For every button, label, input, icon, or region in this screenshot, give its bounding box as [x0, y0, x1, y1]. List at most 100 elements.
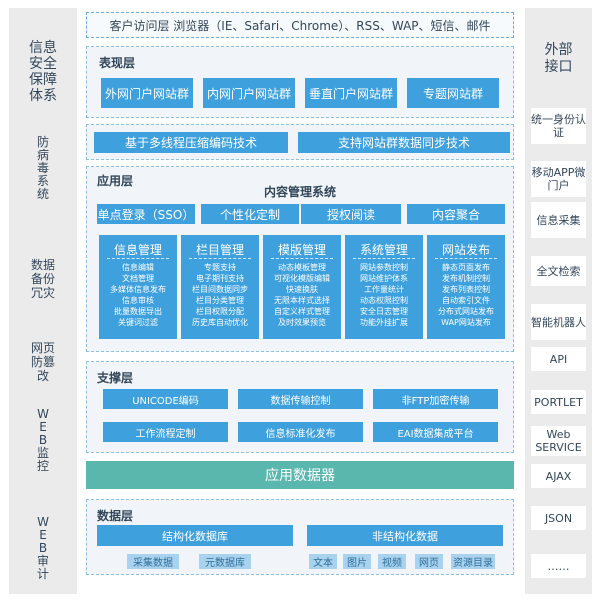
data-layer: 数据层 结构化数据库 非结构化数据 采集数据 元数据库 文本 图片 视频 网页 …: [86, 499, 514, 575]
module-info-management: 信息管理 信息编辑 文档管理 多媒体信息发布 信息审核 批量数据导出 关键词过滤: [99, 235, 177, 339]
module-item: 分布式网站发布: [438, 307, 494, 316]
sync-tech: 支持网站群数据同步技术: [298, 132, 510, 153]
support-item: 工作流程定制: [103, 422, 228, 442]
antivirus-text: 防病毒系统: [36, 135, 49, 201]
security-title-text: 信息安全保障体系: [29, 40, 57, 104]
authorized-reading-button: 授权阅读: [301, 204, 401, 224]
module-item: 多媒体信息发布: [110, 285, 166, 294]
module-title: 信息管理: [113, 243, 162, 257]
module-item: 发布机制控制: [442, 274, 490, 283]
module-item: 栏目间数据同步: [192, 285, 248, 294]
module-template-management: 模版管理 动态模板管理 可视化模版编辑 快速换肤 无限本样式选择 自定义样式管理…: [263, 235, 341, 339]
client-access-bar: 客户访问层 浏览器（IE、Safari、Chrome）、RSS、WAP、短信、邮…: [86, 12, 514, 38]
module-item: 网站参数控制: [360, 263, 408, 272]
portal-group: 垂直门户网站群: [305, 78, 397, 108]
module-item: 及时效果预览: [278, 318, 326, 327]
module-item: WAP网站发布: [441, 318, 491, 327]
application-title: 应用层: [97, 174, 134, 188]
presentation-title: 表现层: [99, 56, 136, 70]
structured-item: 采集数据: [127, 554, 179, 569]
module-item: 发布列表控制: [442, 285, 490, 294]
sso-button: 单点登录（SSO）: [97, 204, 195, 224]
unstructured-item: 网页: [415, 554, 443, 569]
module-item: 电子期刊支持: [196, 274, 244, 283]
module-item: 自动索引文件: [442, 296, 490, 305]
unstructured-item: 资源目录: [451, 554, 495, 569]
presentation-layer: 表现层 外网门户网站群 内网门户网站群 垂直门户网站群 专题网站群: [86, 46, 514, 118]
tamper-label: 网页防篡改: [9, 341, 77, 383]
module-title: 栏目管理: [195, 243, 244, 257]
data-layer-title: 数据层: [97, 509, 134, 523]
support-item: UNICODE编码: [103, 389, 228, 409]
structured-db: 结构化数据库: [97, 525, 293, 546]
module-item: 安全日志管理: [360, 307, 408, 316]
interface-item: 全文检索: [531, 256, 586, 286]
external-interface-title-text: 外部接口: [544, 42, 573, 75]
interface-item: 移动APP微门户: [531, 161, 586, 197]
app-data-bar: 应用数据器: [86, 461, 514, 489]
security-column: 信息安全保障体系 防病毒系统 数据备份冗灾 网页防篡改 WEB监控 WEB审计: [9, 8, 77, 594]
web-audit-label: WEB审计: [9, 516, 77, 581]
module-item: 工作量统计: [364, 285, 404, 294]
security-title: 信息安全保障体系: [9, 40, 77, 104]
unstructured-item: 文本: [309, 554, 337, 569]
interface-item: 智能机器人: [531, 304, 586, 340]
unstructured-data: 非结构化数据: [307, 525, 503, 546]
interface-item: API: [531, 347, 586, 371]
backup-text: 数据备份冗灾: [30, 258, 55, 300]
antivirus-label: 防病毒系统: [9, 136, 77, 201]
external-interface-column: 外部接口 统一身份认证 移动APP微门户 信息采集 全文检索 智能机器人 API…: [525, 8, 592, 594]
module-title: 模版管理: [277, 243, 326, 257]
support-item: 信息标准化发布: [238, 422, 363, 442]
interface-item: Web SERVICE: [531, 426, 586, 456]
module-item: 栏目分类管理: [196, 296, 244, 305]
external-interface-title: 外部接口: [525, 42, 592, 76]
content-aggregation-button: 内容聚合: [407, 204, 505, 224]
structured-item: 元数据库: [199, 554, 251, 569]
module-item: 无限本样式选择: [274, 296, 330, 305]
customization-button: 个性化定制: [201, 204, 299, 224]
application-layer: 应用层 内容管理系统 单点登录（SSO） 个性化定制 授权阅读 内容聚合 信息管…: [86, 166, 514, 352]
module-item: 可视化模版编辑: [274, 274, 330, 283]
module-item: 快速换肤: [286, 285, 318, 294]
module-item: 自定义样式管理: [274, 307, 330, 316]
unstructured-item: 图片: [343, 554, 371, 569]
interface-item: 信息采集: [531, 202, 586, 238]
interface-item: PORTLET: [531, 390, 586, 414]
module-item: 信息编辑: [122, 263, 154, 272]
tech-bar: 基于多线程压缩编码技术 支持网站群数据同步技术: [86, 124, 514, 160]
tamper-text: 网页防篡改: [30, 341, 55, 383]
interface-item: 统一身份认证: [531, 108, 586, 144]
module-item: 批量数据导出: [114, 307, 162, 316]
support-item: EAI数据集成平台: [373, 422, 498, 442]
module-item: 关键词过滤: [118, 318, 158, 327]
interface-item: ……: [531, 554, 586, 578]
portal-group: 外网门户网站群: [101, 78, 193, 108]
module-item: 动态模板管理: [278, 263, 326, 272]
web-monitor-text: WEB监控: [36, 407, 49, 473]
portal-group: 内网门户网站群: [203, 78, 295, 108]
cms-title: 内容管理系统: [263, 185, 336, 199]
support-item: 非FTP加密传输: [373, 389, 498, 409]
support-layer: 支撑层 UNICODE编码 数据传输控制 非FTP加密传输 工作流程定制 信息标…: [86, 361, 514, 453]
module-item: 栏目权限分配: [196, 307, 244, 316]
web-audit-text: WEB审计: [36, 515, 49, 581]
module-title: 网站发布: [441, 243, 490, 257]
module-item: 静态页面发布: [442, 263, 490, 272]
unstructured-item: 视频: [378, 554, 406, 569]
module-column-management: 栏目管理 专题支持 电子期刊支持 栏目间数据同步 栏目分类管理 栏目权限分配 历…: [181, 235, 259, 339]
module-title: 系统管理: [359, 243, 408, 257]
module-item: 历史库自动优化: [192, 318, 248, 327]
backup-label: 数据备份冗灾: [9, 258, 77, 300]
interface-item: AJAX: [531, 464, 586, 488]
module-item: 动态权限控制: [360, 296, 408, 305]
portal-group: 专题网站群: [407, 78, 499, 108]
module-item: 专题支持: [204, 263, 236, 272]
module-item: 文档管理: [122, 274, 154, 283]
interface-item: JSON: [531, 506, 586, 530]
support-title: 支撑层: [97, 371, 134, 385]
module-item: 网站维护体系: [360, 274, 408, 283]
compression-tech: 基于多线程压缩编码技术: [94, 132, 288, 153]
web-monitor-label: WEB监控: [9, 408, 77, 473]
module-item: 信息审核: [122, 296, 154, 305]
